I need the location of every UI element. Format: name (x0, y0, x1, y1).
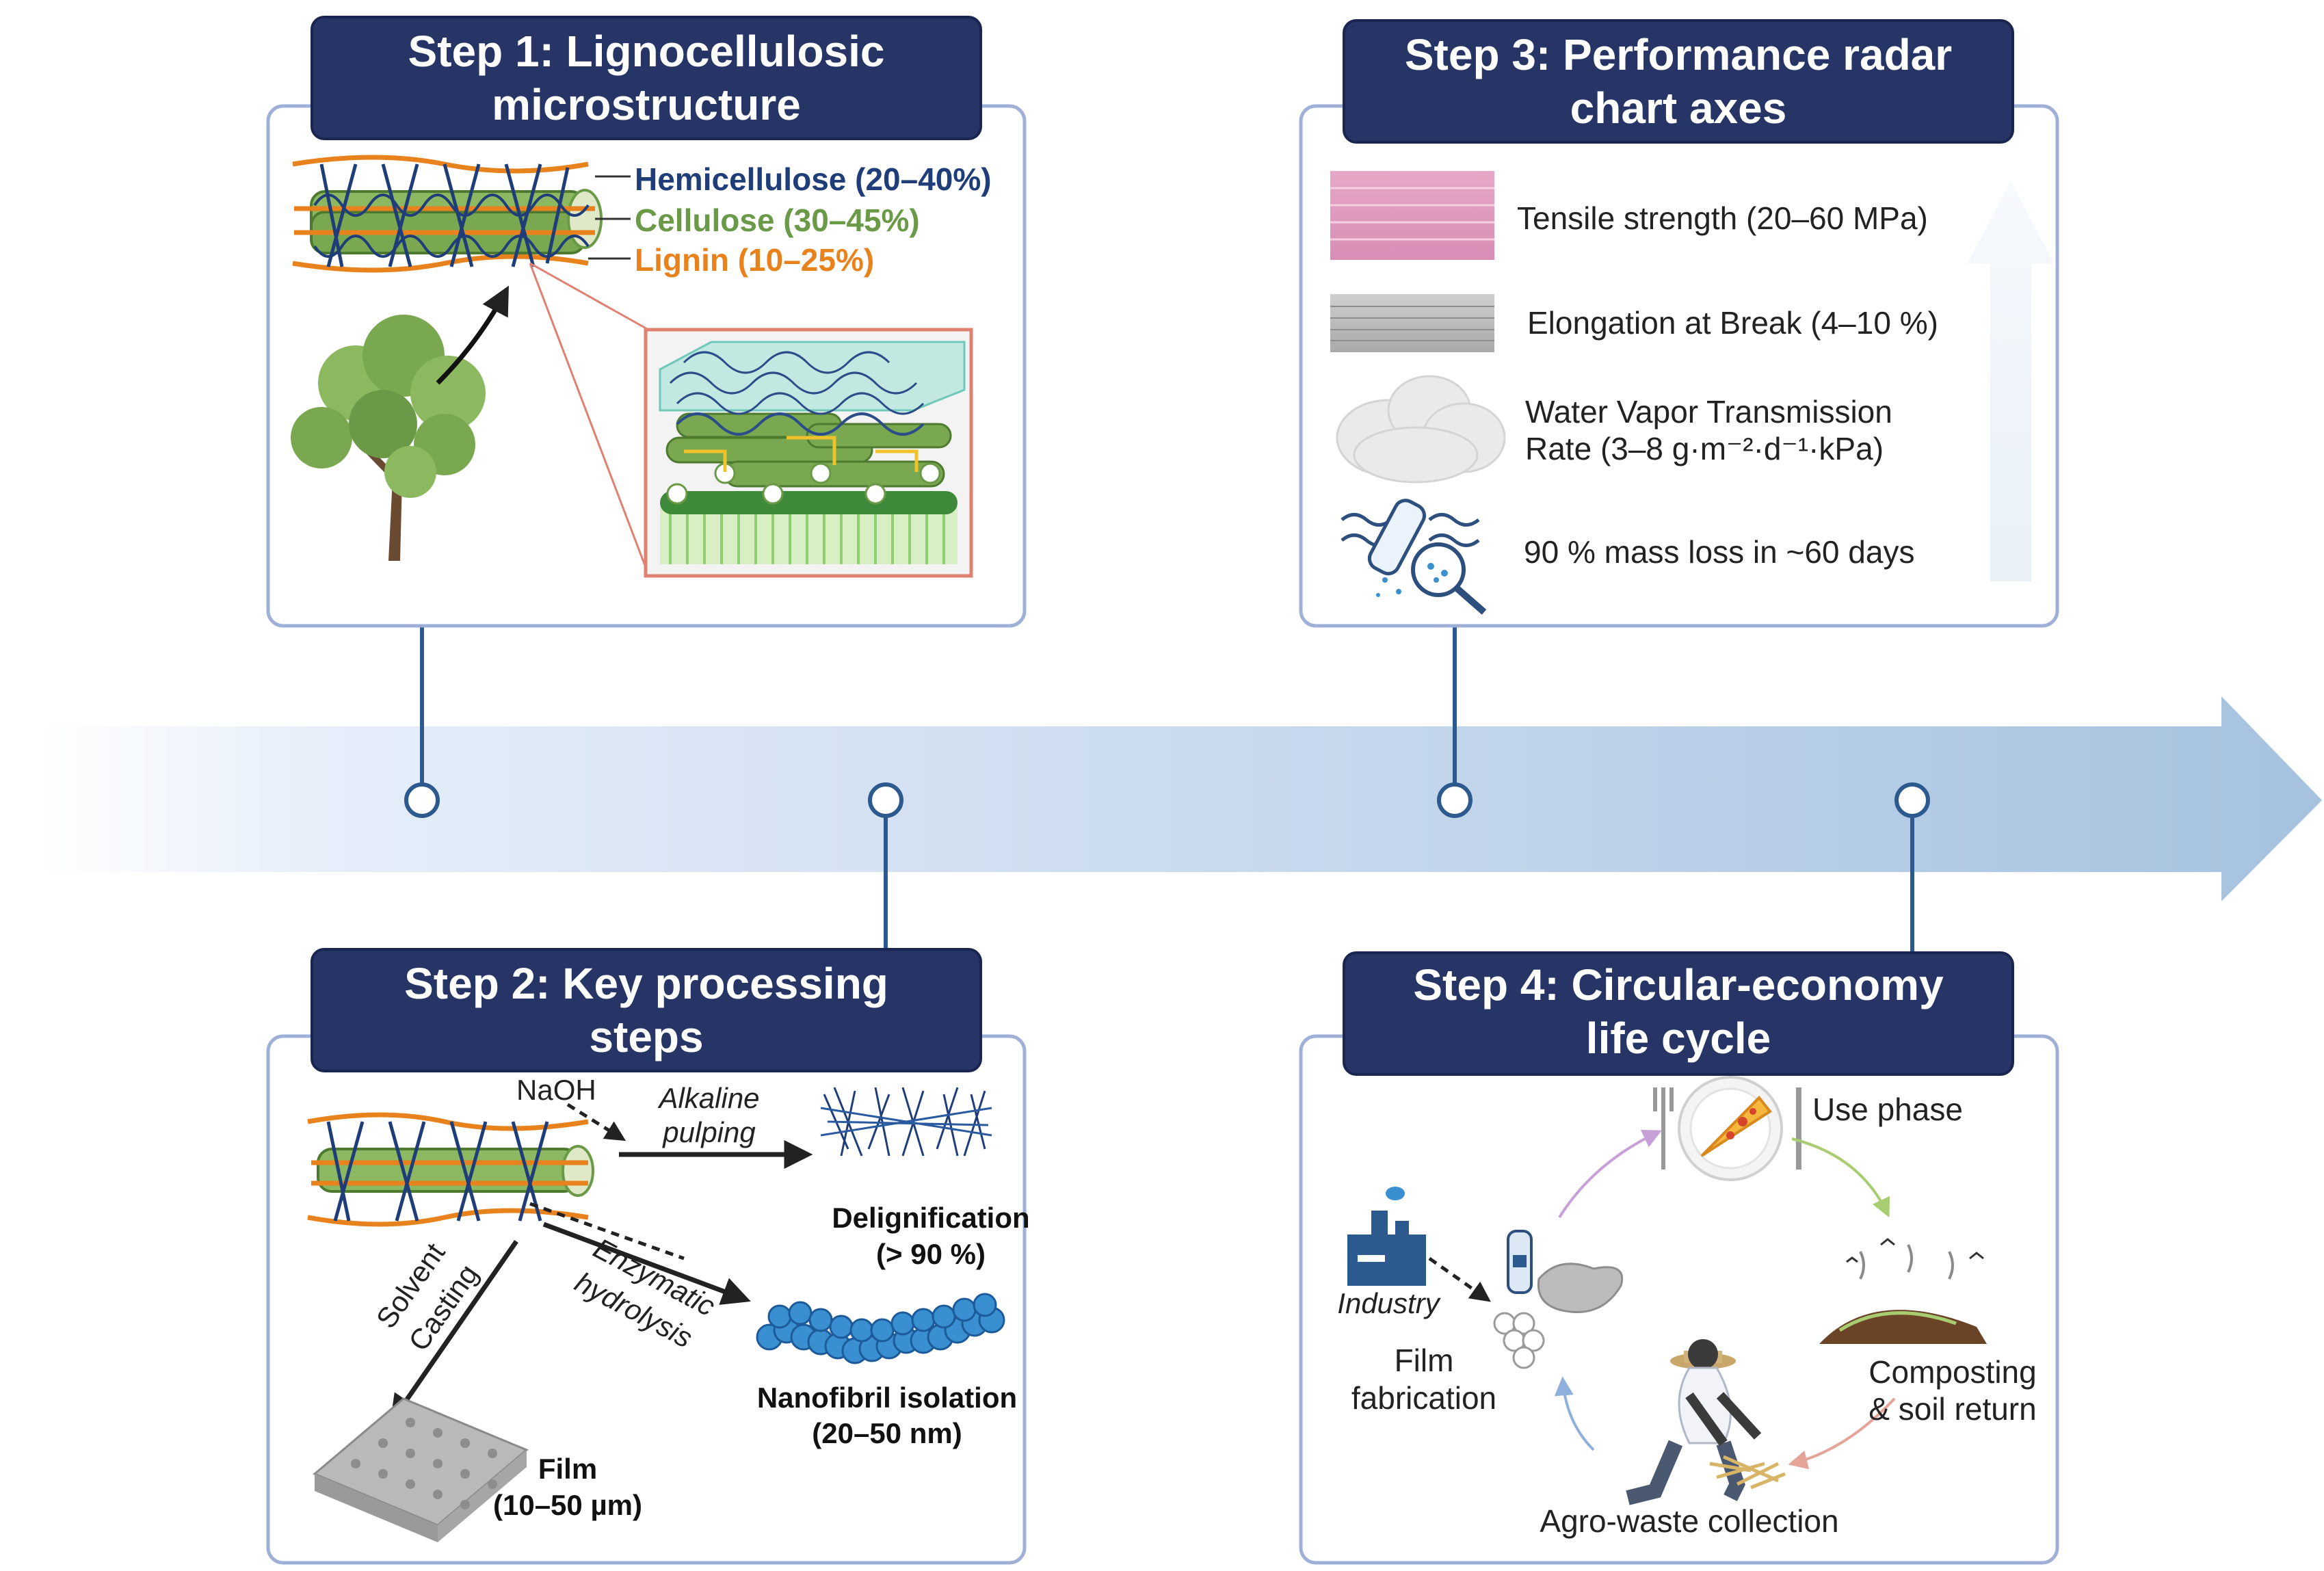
use-phase-label: Use phase (1812, 1092, 1963, 1127)
tensile-strength-label: Tensile strength (20–60 MPa) (1517, 200, 1928, 236)
step2-title-line1: Step 2: Key processing (404, 959, 888, 1008)
hemicellulose-label: Hemicellulose (20–40%) (635, 161, 992, 197)
step4-title-line2: life cycle (1586, 1014, 1771, 1063)
naoh-label: NaOH (516, 1074, 596, 1106)
elongation-label: Elongation at Break (4–10 %) (1527, 305, 1938, 341)
improvement-up-arrow (1968, 181, 2054, 581)
film-label-2: (10–50 µm) (493, 1489, 642, 1521)
step2-panel: Step 2: Key processing steps NaOH Alkali… (266, 948, 1030, 1565)
tree-icon (291, 315, 486, 561)
tensile-strength-icon (1330, 171, 1494, 260)
step1-title-line2: microstructure (492, 80, 801, 129)
industry-label: Industry (1337, 1287, 1441, 1319)
wvtr-label-2: Rate (3–8 g·m⁻²·d⁻¹·kPa) (1525, 431, 1884, 466)
step4-title-line1: Step 4: Circular-economy (1413, 960, 1944, 1009)
biodegradation-icon (1341, 499, 1487, 615)
composting-label-2: & soil return (1869, 1391, 2036, 1427)
factory-icon (1347, 1187, 1426, 1286)
wvtr-label-1: Water Vapor Transmission (1525, 394, 1892, 430)
step3-title-line2: chart axes (1570, 83, 1787, 133)
fiber-bundle-small (307, 1112, 594, 1227)
delignification-label-2: (> 90 %) (876, 1238, 986, 1270)
step1-panel: Step 1: Lignocellulosic microstructure H… (266, 16, 1027, 628)
cellulose-label: Cellulose (30–45%) (635, 202, 920, 238)
alkaline-pulping-label-1: Alkaline (657, 1082, 759, 1114)
film-label-1: Film (538, 1453, 597, 1485)
film-fabrication-label-1: Film (1395, 1343, 1454, 1378)
lignin-label: Lignin (10–25%) (635, 242, 874, 278)
film-fabrication-icon (1493, 1230, 1623, 1369)
elongation-icon (1330, 294, 1494, 352)
water-vapor-cloud-icon (1336, 375, 1506, 484)
composting-label-1: Composting (1869, 1354, 2036, 1390)
agro-waste-collector-icon (1626, 1339, 1786, 1505)
nanofibril-label-2: (20–50 nm) (812, 1417, 962, 1449)
compost-pile-icon (1819, 1238, 1987, 1344)
use-phase-plate-icon (1653, 1076, 1801, 1181)
timeline-arrow (41, 696, 2322, 901)
film-icon (313, 1397, 529, 1542)
step3-title-line1: Step 3: Performance radar (1405, 30, 1952, 79)
film-fabrication-label-2: fabrication (1351, 1380, 1496, 1416)
layered-structure-illustration (644, 328, 973, 578)
step3-panel: Step 3: Performance radar chart axes Ten… (1299, 19, 2059, 628)
alkaline-pulping-label-2: pulping (661, 1116, 755, 1148)
nanofibril-label-1: Nanofibril isolation (757, 1382, 1017, 1414)
delignified-fiber-icon (820, 1087, 992, 1157)
step4-panel: Step 4: Circular-economy life cycle Use … (1299, 951, 2059, 1565)
step2-title-line2: steps (589, 1012, 703, 1061)
nanofibril-icon (756, 1293, 1005, 1364)
step1-title-line1: Step 1: Lignocellulosic (408, 27, 885, 76)
timeline-connectors (404, 626, 1930, 952)
agro-waste-label: Agro-waste collection (1540, 1503, 1838, 1539)
mass-loss-label: 90 % mass loss in ~60 days (1524, 534, 1914, 570)
delignification-label-1: Delignification (832, 1202, 1029, 1234)
fiber-bundle-illustration (292, 155, 603, 273)
